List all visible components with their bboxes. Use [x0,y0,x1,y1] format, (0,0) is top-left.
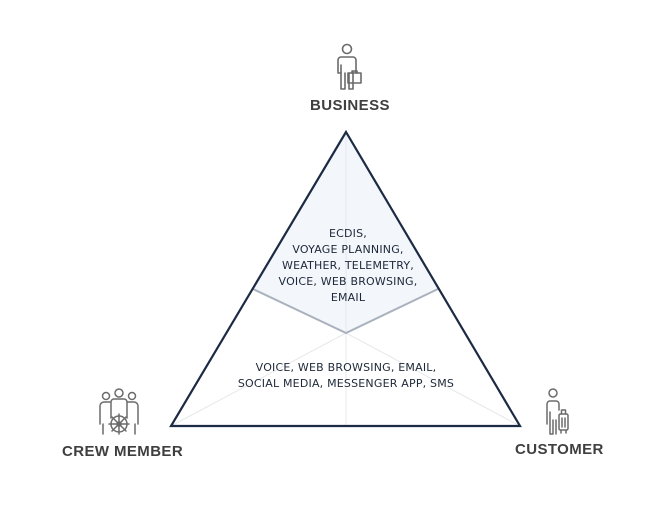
triangle-outline [169,129,522,428]
business-app-line: EMAIL [330,291,366,304]
crew-group-with-ship-wheel-icon [99,388,139,435]
business-app-line: VOYAGE PLANNING, [292,243,404,256]
business-apps-list: ECDIS, VOYAGE PLANNING, WEATHER, TELEMET… [248,226,448,306]
traveler-with-luggage-icon [546,388,569,435]
businessman-with-briefcase-icon [337,43,362,90]
business-app-line: ECDIS, [328,227,368,240]
guide-line-right [345,332,521,427]
region-divider [252,288,439,335]
crew-member-label: CREW MEMBER [62,443,184,460]
guide-line-left [170,332,347,427]
crew-apps-list: VOICE, WEB BROWSING, EMAIL, SOCIAL MEDIA… [196,360,496,392]
business-app-line: VOICE, WEB BROWSING, [278,275,418,288]
customer-label: CUSTOMER [515,441,604,458]
business-label: BUSINESS [310,97,390,114]
crew-app-line: SOCIAL MEDIA, MESSENGER APP, SMS [237,377,455,390]
business-app-line: WEATHER, TELEMETRY, [282,259,414,272]
crew-app-line: VOICE, WEB BROWSING, EMAIL, [255,361,437,374]
